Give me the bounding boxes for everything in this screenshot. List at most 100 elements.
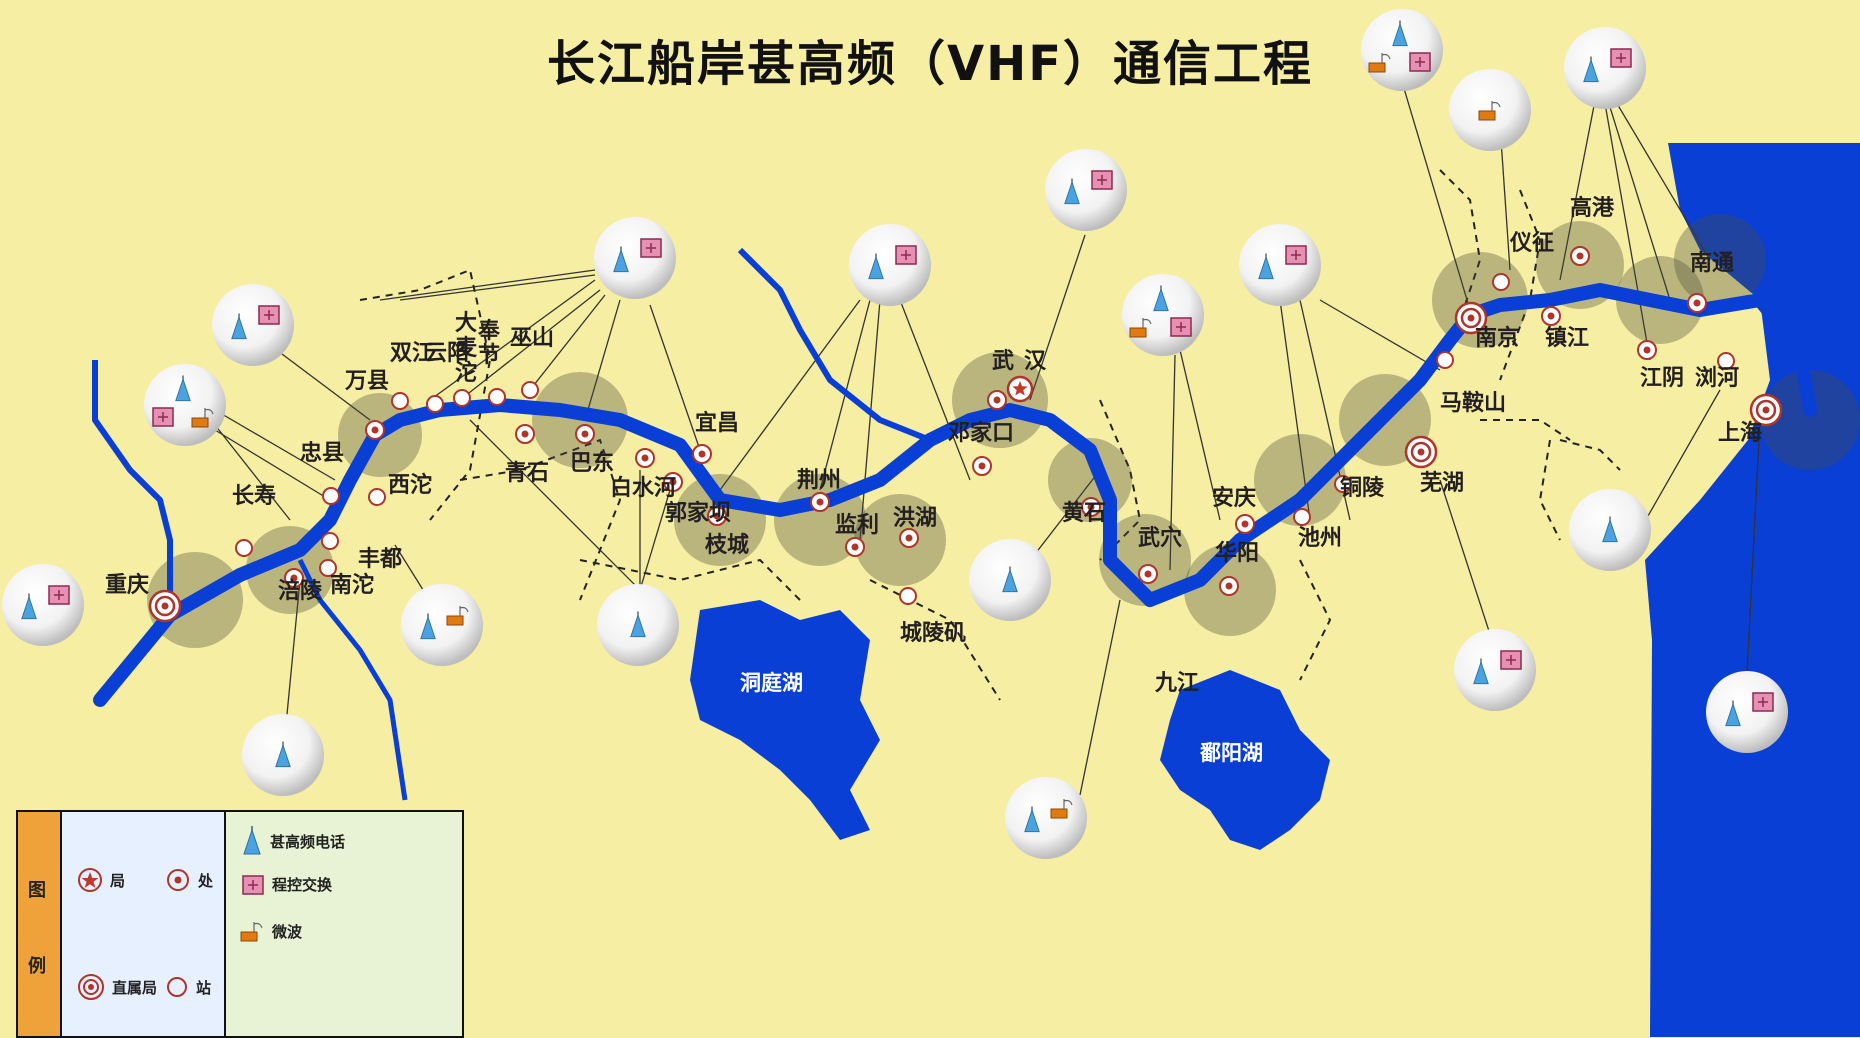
equipment-ball	[969, 539, 1051, 621]
office-marker	[1138, 564, 1158, 584]
microwave-icon	[240, 921, 263, 942]
direct-bureau-icon	[78, 974, 104, 1000]
office-marker	[972, 456, 992, 476]
label-jianli: 监利	[835, 512, 879, 538]
equipment-ball	[594, 217, 676, 299]
label-mai: 麦	[455, 335, 478, 361]
station-marker	[1436, 351, 1454, 369]
label-zhicheng: 枝城	[705, 532, 749, 558]
equipment-ball	[1122, 274, 1204, 356]
place-labels: 重庆 长寿 涪陵 丰都 南沱 西沱 忠县 万县 双江 云阳 大 麦 沱 奉 节 …	[105, 195, 1762, 765]
exchange-icon	[258, 305, 280, 325]
station-marker	[453, 389, 471, 407]
equipment-ball	[242, 714, 324, 796]
exchange-icon	[1409, 52, 1431, 72]
station-marker	[368, 488, 386, 506]
label-chizhou: 池州	[1298, 526, 1342, 551]
label-qingshi: 青石	[505, 461, 549, 486]
label-wushan: 巫山	[510, 326, 554, 351]
label-jiujiang: 九江	[1154, 671, 1199, 696]
legend-station-types: 局 处 直属局 站	[62, 812, 226, 1036]
office-icon	[167, 869, 189, 891]
exchange-icon	[1170, 317, 1192, 337]
station-marker	[319, 559, 337, 577]
office-marker	[1219, 576, 1239, 596]
exchange-icon	[48, 585, 70, 605]
legend-vhf-phone: 甚高频电话	[270, 832, 346, 851]
label-nantong: 南通	[1690, 251, 1734, 276]
station-marker	[1293, 508, 1311, 526]
label-wu: 武	[992, 349, 1014, 374]
legend-bureau: 局	[110, 871, 126, 890]
legend-microwave: 微波	[272, 922, 303, 941]
label-anqing: 安庆	[1212, 485, 1256, 511]
equipment-ball	[849, 224, 931, 306]
equipment-ball	[1454, 629, 1536, 711]
office-marker	[1687, 293, 1707, 313]
equipment-ball	[1564, 27, 1646, 109]
equipment-ball	[144, 364, 226, 446]
label-yichang: 宜昌	[695, 410, 739, 436]
label-han: 汉	[1024, 349, 1047, 374]
vhf-phone-icon	[243, 826, 261, 855]
label-chenglingji: 城陵矶	[900, 620, 966, 646]
label-guojiaba: 郭家坝	[665, 500, 731, 526]
bureau-marker	[1006, 375, 1034, 403]
office-marker	[845, 537, 865, 557]
office-marker	[707, 506, 727, 526]
label-wuhu: 芜湖	[1420, 471, 1464, 496]
equipment-ball	[2, 564, 84, 646]
exchange-icon	[242, 874, 264, 895]
office-marker	[1570, 246, 1590, 266]
jialing-tributary	[92, 360, 173, 600]
exchange-icon	[640, 238, 662, 258]
legend-header-bottom: 例	[28, 956, 46, 977]
station-marker	[235, 539, 253, 557]
yangtze-river	[93, 283, 1817, 707]
label-tuo: 沱	[455, 360, 477, 386]
direct-bureau-marker	[148, 589, 182, 623]
label-zhongxian: 忠县	[300, 441, 344, 466]
label-badong: 巴东	[570, 450, 614, 476]
station-marker	[1334, 475, 1352, 493]
han-tributary	[737, 247, 932, 443]
label-liuhe: 浏河	[1695, 366, 1739, 391]
label-xituo: 西沱	[388, 472, 432, 498]
office-marker	[1637, 340, 1657, 360]
exchange-icon	[895, 245, 917, 265]
office-marker	[987, 390, 1007, 410]
station-marker	[322, 487, 340, 505]
office-marker	[365, 420, 385, 440]
label-da: 大	[455, 311, 477, 336]
label-shanghai: 上海	[1718, 420, 1762, 446]
legend-direct-bureau: 直属局	[112, 978, 158, 997]
equipment-ball	[401, 584, 483, 666]
station-icon	[167, 977, 187, 997]
equipment-ball	[1045, 149, 1127, 231]
exchange-icon	[1285, 245, 1307, 265]
station-marker	[899, 587, 917, 605]
legend-exchange: 程控交换	[272, 876, 333, 894]
station-marker	[521, 381, 539, 399]
label-gaogang: 高港	[1570, 195, 1615, 221]
exchange-icon	[1610, 48, 1632, 68]
equipment-ball	[1569, 489, 1651, 571]
label-chongqing: 重庆	[105, 572, 149, 598]
label-baishuihe: 白水河	[610, 475, 676, 501]
label-yunyang: 云阳	[425, 341, 469, 366]
office-marker	[1235, 514, 1255, 534]
label-jiangyin: 江阴	[1640, 366, 1684, 391]
label-dengjiakou: 邓家口	[948, 420, 1014, 446]
office-marker	[663, 472, 683, 492]
station-marker	[391, 392, 409, 410]
label-wanxian: 万县	[344, 369, 389, 394]
office-marker	[515, 424, 535, 444]
poyang-lake	[1160, 670, 1330, 850]
label-yizheng: 仪征	[1509, 230, 1554, 256]
label-feng: 奉	[477, 318, 501, 344]
station-marker	[321, 532, 339, 550]
wu-tributary	[297, 558, 408, 801]
direct-bureau-marker	[1454, 301, 1488, 335]
station-marker	[1492, 273, 1510, 291]
equipment-ball	[1005, 777, 1087, 859]
